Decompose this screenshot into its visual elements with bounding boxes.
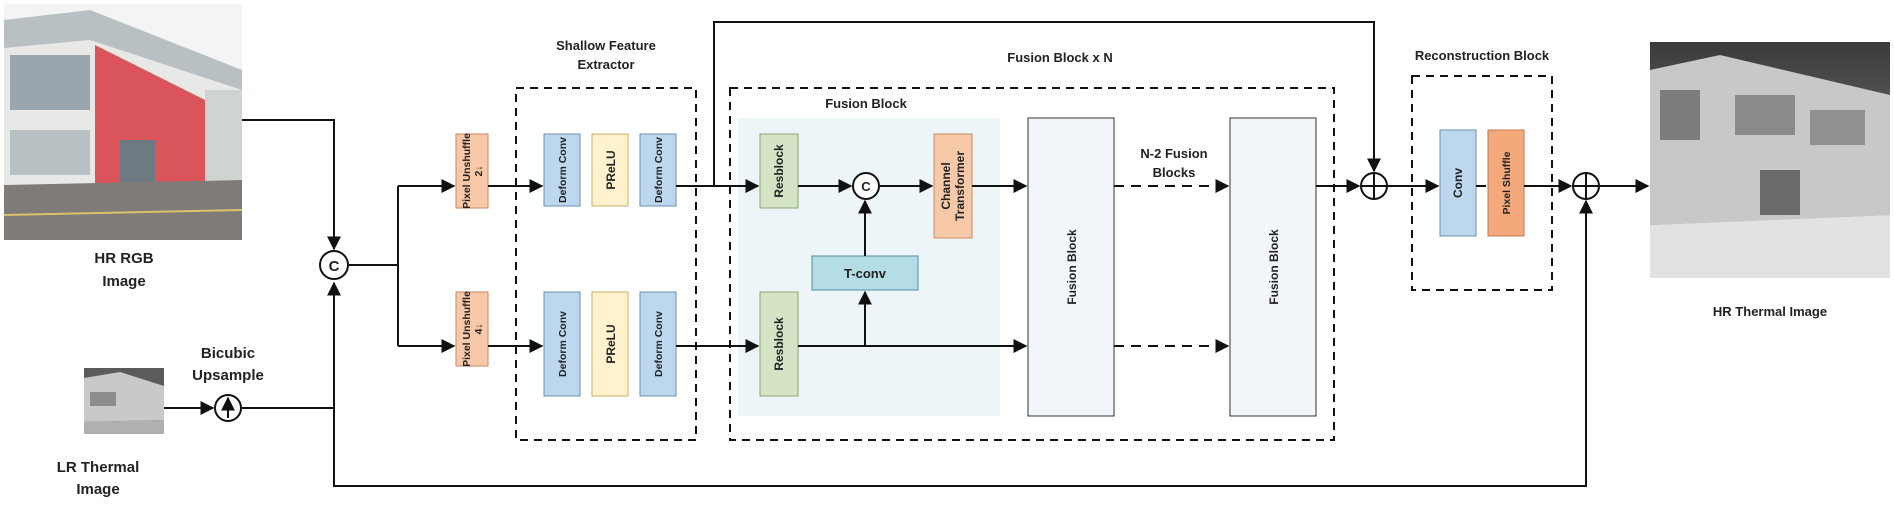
svg-text:Deform Conv: Deform Conv	[557, 311, 569, 377]
pixel-unshuffle-bottom-factor: 4↓	[473, 323, 485, 334]
pixel-unshuffle-bottom-label: Pixel Unshuffle	[461, 291, 473, 367]
lr-thermal-label-line1: LR Thermal	[57, 459, 140, 476]
hr-rgb-image	[3, 4, 243, 240]
n2-label-line1: N-2 Fusion	[1140, 146, 1207, 161]
svg-text:C: C	[861, 179, 871, 194]
svg-text:Channel: Channel	[939, 162, 953, 209]
sum-node-2	[1572, 172, 1600, 200]
shallow-extractor-box	[515, 87, 697, 441]
svg-text:Transformer: Transformer	[953, 151, 967, 221]
hr-rgb-label-line1: HR RGB	[94, 250, 153, 267]
svg-text:Pixel Shuffle: Pixel Shuffle	[1501, 151, 1513, 214]
hr-thermal-image	[1650, 42, 1890, 278]
svg-text:Resblock: Resblock	[772, 317, 786, 371]
pixel-unshuffle-top-factor: 2↓	[473, 165, 485, 176]
svg-text:Fusion Block: Fusion Block	[1267, 229, 1281, 305]
fusion-block-inner-title: Fusion Block	[825, 96, 907, 111]
deform-conv-top-2: Deform Conv	[639, 133, 677, 207]
svg-text:Deform Conv: Deform Conv	[653, 137, 665, 203]
connections	[164, 21, 1650, 487]
svg-text:Resblock: Resblock	[772, 144, 786, 198]
prelu-bottom: PReLU	[591, 291, 629, 397]
pixel-shuffle-block: Pixel Shuffle	[1487, 129, 1525, 237]
pixel-unshuffle-top-label: Pixel Unshuffle	[461, 133, 473, 209]
deform-conv-top-1: Deform Conv	[543, 133, 581, 207]
prelu-top: PReLU	[591, 133, 629, 207]
svg-text:Conv: Conv	[1451, 168, 1465, 198]
n2-label-line2: Blocks	[1153, 165, 1196, 180]
svg-text:PReLU: PReLU	[604, 324, 618, 363]
svg-text:Deform Conv: Deform Conv	[557, 137, 569, 203]
resblock-top: Resblock	[759, 133, 799, 209]
upsample-node	[214, 394, 242, 422]
sum-node-1	[1360, 172, 1388, 200]
svg-text:Fusion Block: Fusion Block	[1065, 229, 1079, 305]
resblock-bottom: Resblock	[759, 291, 799, 397]
bicubic-label-line2: Upsample	[192, 367, 264, 384]
fusion-concat-node: C	[852, 172, 880, 200]
pixel-unshuffle-top: Pixel Unshuffle 2↓	[455, 133, 489, 209]
fusion-n-title: Fusion Block x N	[1007, 50, 1112, 65]
fusion-n-box	[729, 87, 1335, 441]
svg-text:Deform Conv: Deform Conv	[653, 311, 665, 377]
hr-thermal-label: HR Thermal Image	[1713, 304, 1827, 319]
hr-rgb-label-line2: Image	[102, 273, 145, 290]
bicubic-label-line1: Bicubic	[201, 345, 255, 362]
conv-block: Conv	[1439, 129, 1477, 237]
deform-conv-bottom-1: Deform Conv	[543, 291, 581, 397]
channel-transformer-block: Channel Transformer	[933, 133, 973, 239]
lr-thermal-image	[84, 368, 164, 434]
pixel-unshuffle-bottom: Pixel Unshuffle 4↓	[455, 291, 489, 367]
concat-node: C	[319, 250, 349, 280]
deform-conv-bottom-2: Deform Conv	[639, 291, 677, 397]
svg-text:PReLU: PReLU	[604, 150, 618, 189]
fusion-block-2: Fusion Block	[1027, 117, 1115, 417]
tconv-block: T-conv	[811, 255, 919, 291]
shallow-title-line1: Shallow Feature	[556, 38, 656, 53]
reconstruction-title: Reconstruction Block	[1415, 48, 1550, 63]
svg-text:T-conv: T-conv	[844, 266, 887, 281]
fusion-block-n: Fusion Block	[1229, 117, 1317, 417]
concat-symbol: C	[329, 258, 340, 275]
lr-thermal-label-line2: Image	[76, 481, 119, 498]
reconstruction-box	[1411, 75, 1553, 291]
shallow-title-line2: Extractor	[577, 57, 634, 72]
